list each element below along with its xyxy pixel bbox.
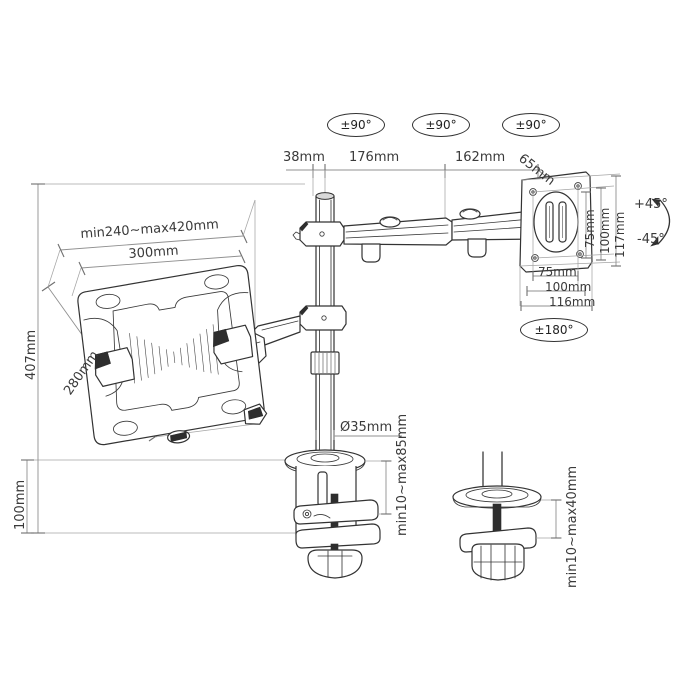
- dim-tray-width-fixed: 300mm: [127, 243, 179, 262]
- badge-vesa-rotation-label: ±180°: [534, 323, 574, 337]
- dim-column-lower-height: 100mm: [13, 479, 28, 530]
- laptop-tray-plate: [77, 265, 268, 446]
- grommet-mount-assembly: [452, 451, 542, 581]
- badge-head-joint-label: ±90°: [515, 118, 547, 132]
- badge-vesa-rotation: ±180°: [520, 318, 588, 342]
- dim-vesa-vertical-100: 100mm: [598, 207, 612, 254]
- dim-column-total-height: 407mm: [24, 329, 39, 380]
- dim-upper-arm: 176mm: [349, 150, 400, 165]
- dim-vesa-vertical-117: 117mm: [613, 211, 627, 258]
- badge-mid-joint-label: ±90°: [425, 118, 457, 132]
- vesa-dimension-lines: [519, 173, 621, 311]
- badge-head-joint: ±90°: [502, 113, 560, 137]
- badge-pole-joint-label: ±90°: [340, 118, 372, 132]
- mounting-dimension-lines: [315, 430, 562, 539]
- dim-vesa-horizontal-100: 100mm: [545, 280, 592, 294]
- dim-grommet-thickness: min10~max40mm: [565, 465, 580, 588]
- tilt-up-label: +45°: [634, 197, 668, 212]
- dim-vesa-horizontal-75: 75mm: [538, 265, 577, 279]
- arm-pole-joint: [292, 221, 345, 247]
- badge-pole-joint: ±90°: [327, 113, 385, 137]
- tilt-arc-indicator: [650, 198, 671, 247]
- badge-mid-joint: ±90°: [412, 113, 470, 137]
- dim-clamp-thickness: min10~max85mm: [395, 413, 410, 536]
- dim-pole-offset: 38mm: [283, 150, 325, 165]
- pole-height-collar: [310, 351, 340, 375]
- desk-clamp-assembly: [284, 449, 381, 579]
- dim-vesa-horizontal-116: 116mm: [549, 295, 596, 309]
- arm-mid-joint: [379, 216, 401, 228]
- dim-fore-arm: 162mm: [455, 150, 506, 165]
- arm-fore-joint: [459, 208, 481, 220]
- left-vertical-dimensions: [21, 183, 305, 534]
- dim-vesa-vertical-75: 75mm: [583, 209, 597, 248]
- vesa-monitor-plate: [519, 171, 593, 273]
- tilt-down-label: -45°: [637, 232, 665, 247]
- dim-pole-diameter: Ø35mm: [340, 420, 393, 435]
